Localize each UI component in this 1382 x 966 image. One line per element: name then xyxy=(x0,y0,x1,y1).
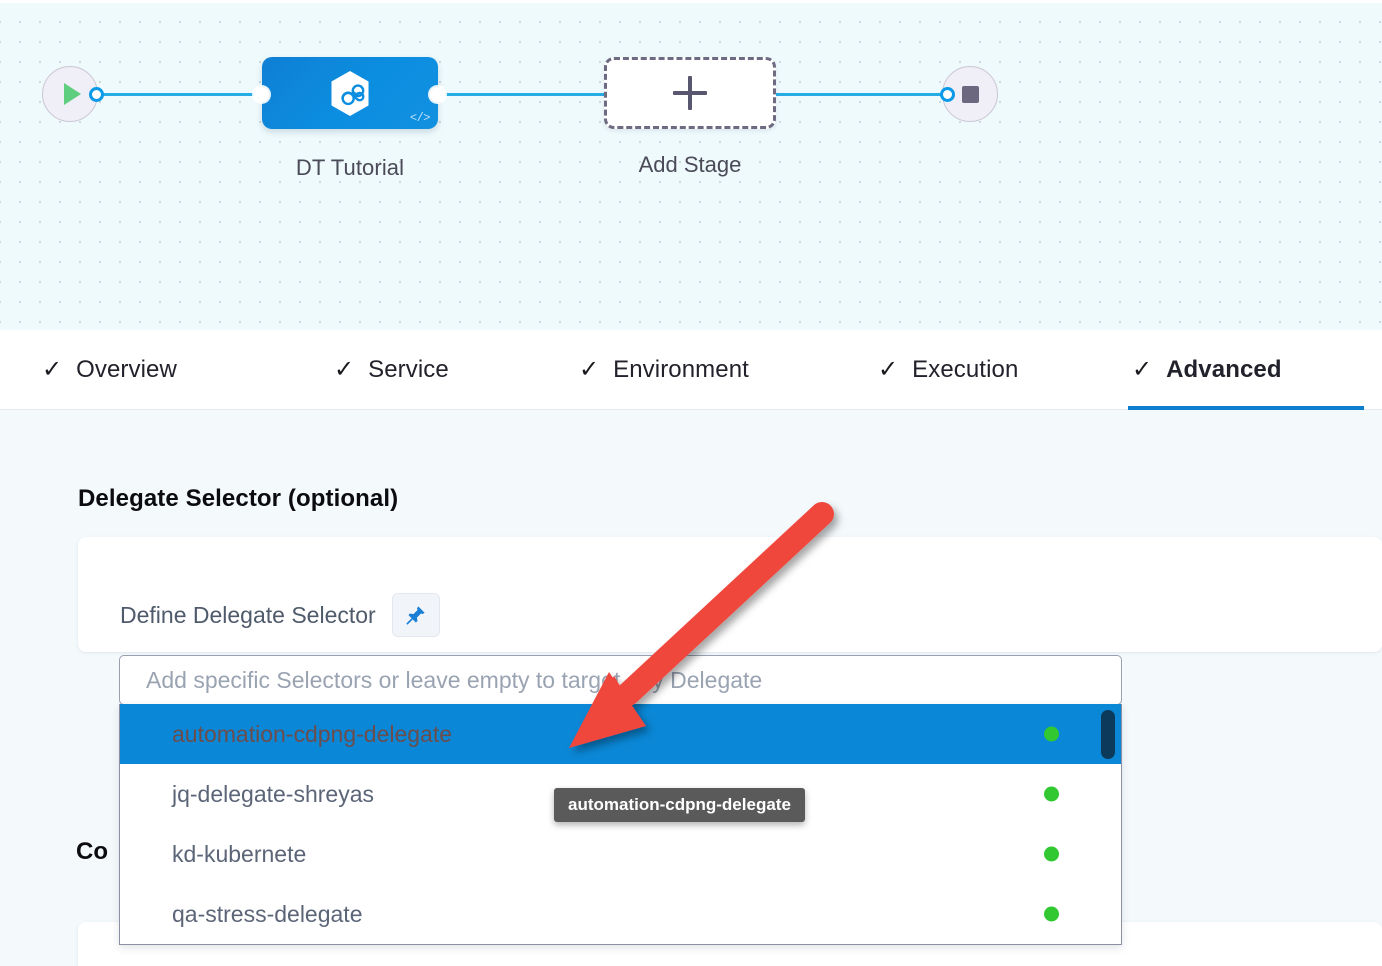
status-dot-icon xyxy=(1044,786,1059,802)
plus-icon xyxy=(673,76,707,110)
dropdown-scrollbar-thumb[interactable] xyxy=(1101,710,1115,759)
status-dot-icon xyxy=(1044,726,1059,742)
tab-advanced[interactable]: ✓ Advanced xyxy=(1128,330,1364,410)
stop-icon xyxy=(961,85,979,103)
status-dot-icon xyxy=(1044,846,1059,862)
pipeline-canvas[interactable]: </> DT Tutorial Add Stage xyxy=(0,0,1382,330)
delegate-tooltip: automation-cdpng-delegate xyxy=(554,788,805,822)
advanced-tab-panel: Delegate Selector (optional) Co Define D… xyxy=(0,410,1382,966)
connector-add-to-end xyxy=(770,93,948,96)
tab-overview-label: Overview xyxy=(76,356,177,383)
delegate-selector-option-list: automation-cdpng-delegate jq-delegate-sh… xyxy=(119,704,1122,945)
delegate-option-label: kd-kubernete xyxy=(172,840,307,867)
add-stage-label: Add Stage xyxy=(638,152,742,177)
end-node-port[interactable] xyxy=(940,87,955,102)
start-node-port[interactable] xyxy=(89,87,104,102)
check-icon: ✓ xyxy=(42,356,63,383)
check-icon: ✓ xyxy=(334,356,355,383)
tab-advanced-label: Advanced xyxy=(1166,356,1282,383)
list-item[interactable]: qa-stress-delegate xyxy=(120,884,1121,944)
delegate-option-label: automation-cdpng-delegate xyxy=(172,720,453,747)
list-item[interactable]: jq-delegate-shreyas xyxy=(120,764,1121,824)
conditional-execution-title: Co xyxy=(76,838,108,865)
code-icon: </> xyxy=(409,111,431,125)
check-icon: ✓ xyxy=(579,356,600,383)
stage-node-label: DT Tutorial xyxy=(295,155,405,180)
play-icon xyxy=(64,83,81,105)
tab-execution-label: Execution xyxy=(912,356,1019,383)
define-delegate-selector-row: Define Delegate Selector xyxy=(120,593,440,637)
list-item[interactable]: automation-cdpng-delegate xyxy=(120,704,1121,764)
list-item[interactable]: kd-kubernete xyxy=(120,824,1121,884)
tab-overview[interactable]: ✓ Overview xyxy=(38,330,181,410)
stage-node-dt-tutorial[interactable]: </> xyxy=(262,57,438,129)
delegate-selector-input[interactable]: Add specific Selectors or leave empty to… xyxy=(119,655,1122,705)
status-dot-icon xyxy=(1044,906,1059,922)
canvas-top-edge xyxy=(0,0,1382,3)
delegate-option-label: qa-stress-delegate xyxy=(172,900,363,927)
tab-environment[interactable]: ✓ Environment xyxy=(575,330,753,410)
page-title: Delegate Selector (optional) xyxy=(78,485,399,512)
check-icon: ✓ xyxy=(878,356,899,383)
tab-environment-label: Environment xyxy=(613,356,749,383)
harness-cd-hexagon-icon xyxy=(329,70,371,117)
tab-execution[interactable]: ✓ Execution xyxy=(874,330,1022,410)
check-icon: ✓ xyxy=(1132,356,1153,383)
tab-service[interactable]: ✓ Service xyxy=(330,330,453,410)
connector-stage-to-add xyxy=(437,93,615,96)
tab-service-label: Service xyxy=(368,356,449,383)
pin-icon[interactable] xyxy=(391,593,440,637)
pipeline-start-node[interactable] xyxy=(42,66,98,122)
delegate-option-label: jq-delegate-shreyas xyxy=(172,780,375,807)
stage-tab-bar: ✓ Overview ✓ Service ✓ Environment ✓ Exe… xyxy=(0,330,1382,410)
add-stage-button[interactable] xyxy=(604,57,776,129)
connector-start-to-stage xyxy=(96,93,268,96)
define-delegate-selector-label: Define Delegate Selector xyxy=(120,601,376,628)
stage-input-port[interactable] xyxy=(254,87,269,102)
stage-output-port[interactable] xyxy=(430,87,445,102)
